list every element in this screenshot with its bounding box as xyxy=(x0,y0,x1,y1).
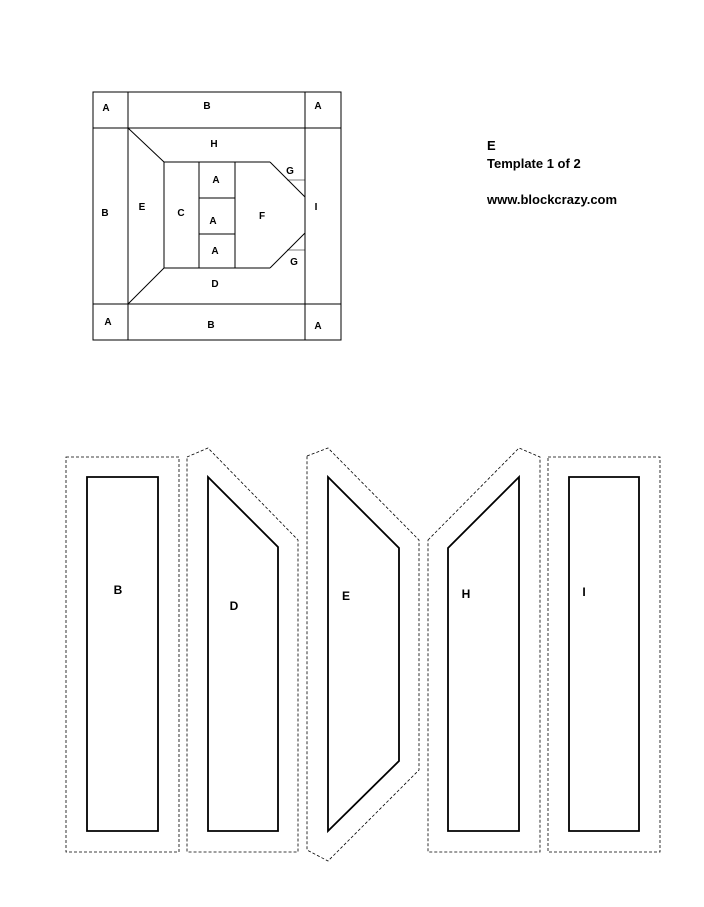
templates xyxy=(65,447,661,862)
label-c: C xyxy=(177,208,184,219)
template-piece-b xyxy=(65,456,180,853)
template-label-b: B xyxy=(114,583,123,597)
cut-line-b xyxy=(86,476,159,832)
template-piece-d xyxy=(186,447,299,853)
template-labels: B D E H I xyxy=(114,583,586,613)
label-corner-a-bl: A xyxy=(104,317,111,328)
label-e: E xyxy=(139,202,146,213)
template-label-e: E xyxy=(342,589,350,603)
block-letter: E xyxy=(487,138,496,153)
label-corner-a-tr: A xyxy=(314,101,321,112)
template-piece-i xyxy=(547,456,661,853)
label-h: H xyxy=(210,139,217,150)
website-link[interactable]: www.blockcrazy.com xyxy=(487,192,618,207)
label-a-1: A xyxy=(212,175,219,186)
label-corner-a-tl: A xyxy=(102,103,109,114)
label-d: D xyxy=(211,279,218,290)
label-a-2: A xyxy=(209,216,216,227)
template-info: E Template 1 of 2 www.blockcrazy.com xyxy=(487,137,617,209)
block-outline xyxy=(92,91,342,341)
label-i: I xyxy=(315,202,318,213)
seam-allowance-d xyxy=(186,447,299,853)
template-piece-e xyxy=(306,447,420,862)
template-label-d: D xyxy=(230,599,239,613)
label-a-3: A xyxy=(211,246,218,257)
cut-line-d xyxy=(207,474,279,832)
label-corner-a-br: A xyxy=(314,321,321,332)
label-left-b: B xyxy=(101,208,108,219)
cut-line-i xyxy=(568,476,640,832)
template-label: Template 1 of 2 xyxy=(487,156,581,171)
cut-line-h xyxy=(447,474,520,832)
block-diagram xyxy=(92,91,342,341)
seam-allowance-i xyxy=(547,456,661,853)
seam-allowance-e xyxy=(306,447,420,862)
template-label-h: H xyxy=(462,587,471,601)
label-top-b: B xyxy=(203,101,210,112)
label-g-bottom: G xyxy=(290,257,298,268)
label-g-top: G xyxy=(286,166,294,177)
spacer xyxy=(487,173,617,191)
cut-line-e xyxy=(327,474,400,834)
label-f: F xyxy=(259,211,265,222)
block-labels: A B A B E H C A A A F G G I D A B A xyxy=(101,101,321,332)
template-label-i: I xyxy=(582,585,585,599)
seam-allowance-b xyxy=(65,456,180,853)
seam-allowance-h xyxy=(427,447,541,853)
template-piece-h xyxy=(427,447,541,853)
label-bottom-b: B xyxy=(207,320,214,331)
